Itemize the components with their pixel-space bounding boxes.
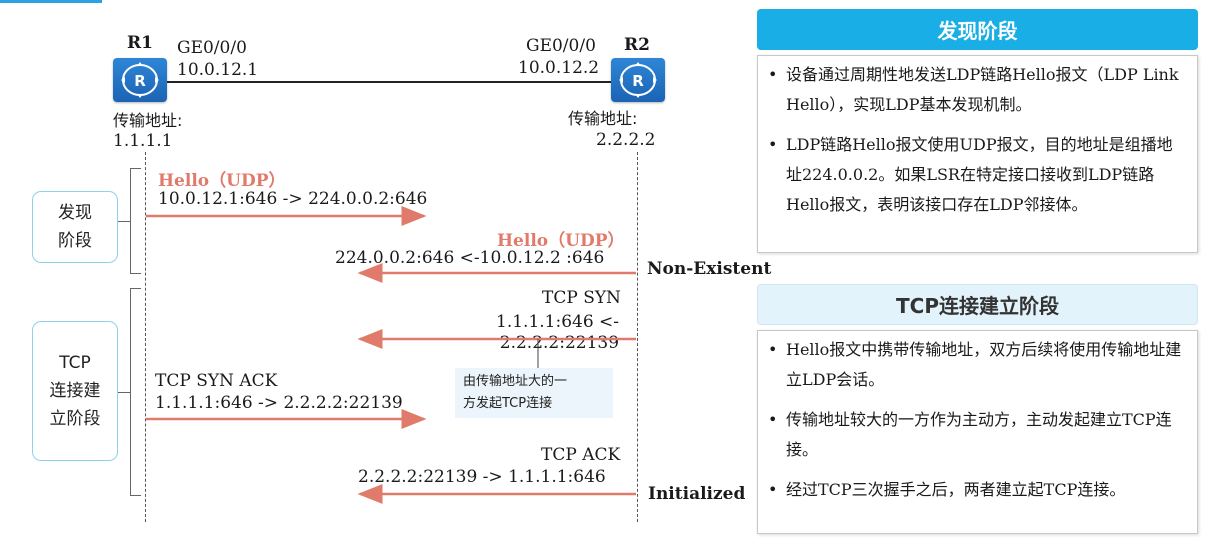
tcp-bullet-3: 经过TCP三次握手之后，两者建立起TCP连接。 (768, 475, 1187, 505)
r1-interface: GE0/0/0 (177, 38, 247, 58)
r2-transport-label: 传输地址: (568, 109, 638, 128)
discovery-bracket-tick (118, 221, 130, 222)
state-non-existent: Non-Existent (647, 259, 772, 279)
tcp-bullet-1: Hello报文中携带传输地址，双方后续将使用传输地址建立LDP会话。 (768, 335, 1187, 395)
msg2-text: 224.0.0.2:646 <-10.0.12.2 :646 (335, 248, 605, 268)
msg4-title: TCP SYN ACK (155, 371, 278, 391)
r1-transport-addr: 1.1.1.1 (113, 131, 173, 151)
msg1-title: Hello（UDP） (158, 171, 286, 191)
discovery-bullet-2: LDP链路Hello报文使用UDP报文，目的地址是组播地址224.0.0.2。如… (768, 130, 1187, 220)
msg2-title: Hello（UDP） (497, 231, 625, 251)
msg3-title: TCP SYN (542, 288, 621, 308)
r2-transport-addr: 2.2.2.2 (596, 130, 656, 150)
link-line (167, 81, 611, 83)
tcp-bullet-2: 传输地址较大的一方作为主动方，主动发起建立TCP连接。 (768, 405, 1187, 465)
r1-ip: 10.0.12.1 (177, 60, 259, 80)
tcp-initiator-note: 由传输地址大的一 方发起TCP连接 (455, 368, 613, 418)
svg-text:R: R (134, 72, 146, 90)
discovery-panel-body: 设备通过周期性地发送LDP链路Hello报文（LDP Link Hello），实… (757, 55, 1198, 253)
r2-lifeline (637, 152, 638, 522)
tcp-panel-title: TCP连接建立阶段 (757, 284, 1198, 325)
router-r1-icon: R (113, 58, 167, 102)
tcp-bracket-tick (118, 392, 130, 393)
msg5-title: TCP ACK (541, 445, 621, 465)
tcp-panel-body: Hello报文中携带传输地址，双方后续将使用传输地址建立LDP会话。 传输地址较… (757, 330, 1198, 534)
discovery-phase-box: 发现 阶段 (32, 191, 118, 263)
msg1-text: 10.0.12.1:646 -> 224.0.0.2:646 (158, 189, 428, 209)
svg-text:R: R (632, 72, 644, 90)
r2-interface: GE0/0/0 (526, 36, 596, 56)
tcp-bracket (130, 288, 141, 496)
discovery-panel-title: 发现阶段 (757, 9, 1198, 50)
discovery-bracket (130, 168, 141, 274)
r2-name: R2 (624, 35, 650, 55)
state-initialized: Initialized (648, 484, 746, 504)
r2-ip: 10.0.12.2 (518, 58, 600, 78)
msg5-text: 2.2.2.2:22139 -> 1.1.1.1:646 (358, 467, 606, 487)
r1-lifeline (145, 152, 146, 522)
top-accent-bar (0, 0, 102, 3)
msg4-text: 1.1.1.1:646 -> 2.2.2.2:22139 (155, 393, 403, 413)
tcp-phase-box: TCP 连接建 立阶段 (32, 321, 118, 461)
discovery-bullet-1: 设备通过周期性地发送LDP链路Hello报文（LDP Link Hello），实… (768, 60, 1187, 120)
router-r2-icon: R (611, 58, 665, 102)
r1-name: R1 (127, 33, 153, 53)
r1-transport-label: 传输地址: (113, 111, 183, 130)
